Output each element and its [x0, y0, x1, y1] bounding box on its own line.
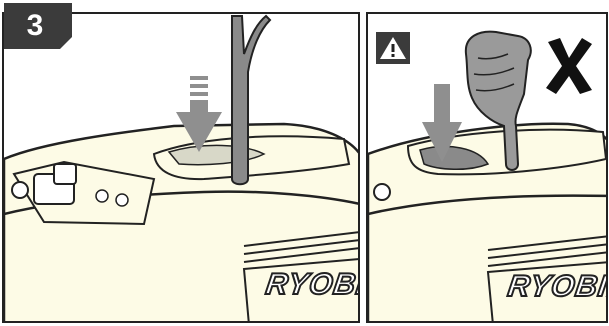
cross-x-icon: [544, 36, 594, 96]
panel-incorrect: RYOBI.: [366, 12, 608, 323]
warning-triangle-icon: [376, 32, 410, 64]
panel-correct: RYOBI.: [2, 12, 360, 323]
ryobi-logo: RYOBI.: [506, 270, 608, 304]
step-badge: 3: [4, 3, 74, 51]
ryobi-logo: RYOBI.: [264, 268, 360, 302]
step-number: 3: [4, 3, 66, 49]
